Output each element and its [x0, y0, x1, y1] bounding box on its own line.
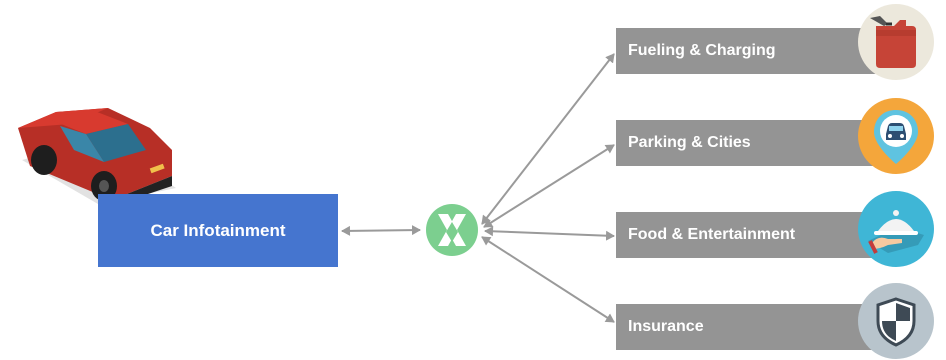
shield-icon [858, 283, 934, 359]
car-location-pin-icon [858, 98, 934, 174]
connector-hub-food [484, 226, 615, 241]
connector-source-hub [341, 225, 421, 236]
food-entertainment-label: Food & Entertainment [628, 226, 796, 243]
parking-cities-box: Parking & Cities [616, 120, 886, 166]
parking-cities-label: Parking & Cities [628, 134, 751, 151]
car-infotainment-box: Car Infotainment [98, 194, 338, 267]
connector-hub-fueling [481, 53, 615, 225]
car-infotainment-label: Car Infotainment [150, 220, 286, 240]
fueling-charging-label: Fueling & Charging [628, 42, 776, 59]
insurance-label: Insurance [628, 318, 704, 335]
connector-hub-insurance [481, 236, 615, 323]
hub-x-logo-icon [426, 204, 478, 256]
insurance-box: Insurance [616, 304, 886, 350]
connector-hub-parking [483, 144, 615, 228]
food-entertainment-box: Food & Entertainment [616, 212, 886, 258]
car-icon [18, 108, 176, 206]
fueling-charging-box: Fueling & Charging [616, 28, 886, 74]
food-cloche-icon [858, 191, 934, 267]
fuel-can-icon [858, 4, 934, 80]
